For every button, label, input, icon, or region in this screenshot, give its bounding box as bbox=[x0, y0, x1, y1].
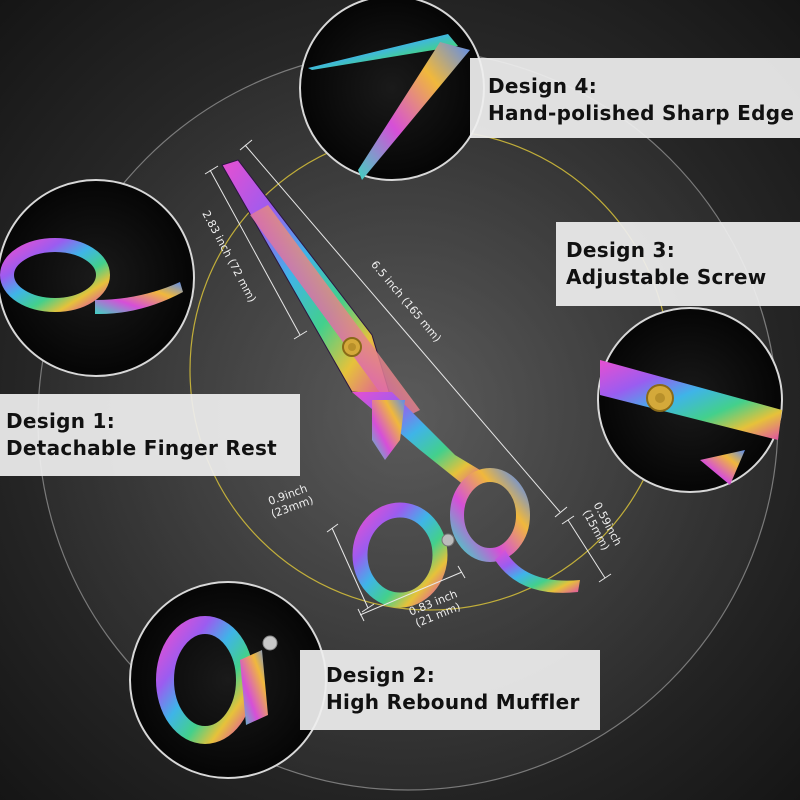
design2-label: Design 2: High Rebound Muffler bbox=[300, 650, 600, 730]
design2-subtitle: High Rebound Muffler bbox=[326, 690, 580, 714]
design2-title: Design 2: bbox=[326, 663, 436, 687]
inset-design1 bbox=[0, 179, 195, 377]
right-finger-ring bbox=[450, 468, 530, 562]
inset-design2 bbox=[129, 581, 327, 779]
left-finger-ring bbox=[352, 502, 448, 608]
design4-title: Design 4: bbox=[488, 74, 598, 98]
inset-design4 bbox=[299, 0, 485, 181]
design3-label: Design 3: Adjustable Screw bbox=[556, 222, 800, 306]
finger-rest-tail bbox=[495, 550, 580, 593]
design4-subtitle: Hand-polished Sharp Edge bbox=[488, 101, 795, 125]
design1-label: Design 1: Detachable Finger Rest bbox=[0, 394, 300, 476]
design1-subtitle: Detachable Finger Rest bbox=[6, 436, 278, 460]
design4-label: Design 4: Hand-polished Sharp Edge bbox=[470, 58, 800, 138]
scissors bbox=[221, 159, 580, 608]
dimension-lines bbox=[204, 139, 612, 622]
design3-title: Design 3: bbox=[566, 238, 676, 262]
lower-blade bbox=[250, 205, 420, 420]
design1-title: Design 1: bbox=[6, 409, 116, 433]
design3-subtitle: Adjustable Screw bbox=[566, 265, 767, 289]
inset-design3 bbox=[597, 307, 783, 493]
